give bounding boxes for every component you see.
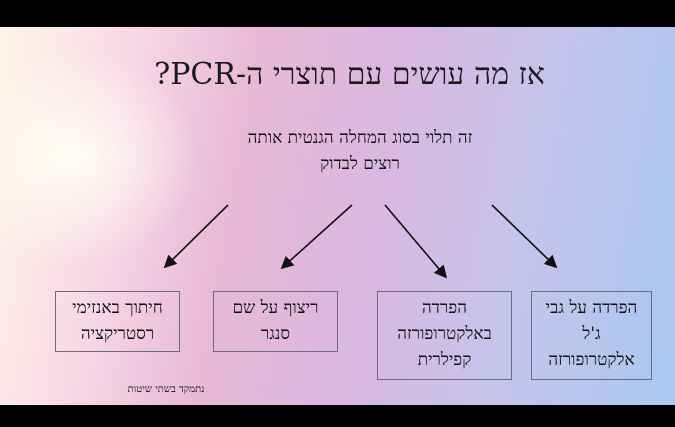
box-text: ג'ל [582, 324, 601, 344]
box-text: סנגר [260, 324, 291, 344]
box-text: הפרדה [422, 298, 467, 318]
slide-subtitle: זה תלוי בסוג המחלה הגנטית אותה רוצים לבד… [200, 125, 520, 177]
slide-title: אז מה עושים עם תוצרי ה-PCR? [0, 57, 675, 92]
box-text: חיתוך באנזימי [72, 298, 163, 318]
box-text: הפרדה על גבי [545, 298, 638, 318]
arrow [491, 204, 558, 269]
method-box-sanger-sequencing: ריצוף על שם סנגר [213, 291, 338, 352]
box-text: רסטריקציה [80, 324, 155, 344]
subtitle-line: רוצים לבדוק [320, 154, 400, 174]
slide: אז מה עושים עם תוצרי ה-PCR? זה תלוי בסוג… [0, 27, 675, 405]
arrow [280, 204, 353, 270]
arrow [384, 204, 448, 279]
method-box-restriction-enzymes: חיתוך באנזימי רסטריקציה [55, 291, 180, 352]
background-glow [0, 47, 200, 267]
method-box-gel-electrophoresis: הפרדה על גבי ג'ל אלקטרופורזה [531, 291, 652, 380]
footnote: נתמקד בשתי שיטות [127, 384, 205, 395]
box-text: קפילרית [417, 350, 472, 370]
arrow [163, 204, 229, 269]
method-box-capillary-electrophoresis: הפרדה באלקטרופורזה קפילרית [377, 291, 512, 380]
subtitle-line: זה תלוי בסוג המחלה הגנטית אותה [247, 128, 473, 148]
box-text: באלקטרופורזה [397, 324, 492, 344]
box-text: ריצוף על שם [232, 298, 319, 318]
title-text: אז מה עושים עם תוצרי ה-PCR? [154, 57, 545, 92]
box-text: אלקטרופורזה [548, 350, 635, 370]
arrows [163, 204, 558, 279]
